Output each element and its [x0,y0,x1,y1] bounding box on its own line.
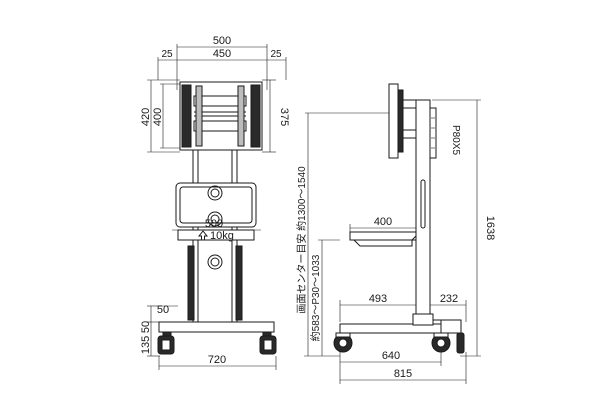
dim-493: 493 [369,293,387,305]
dim-50-top: 50 [157,304,169,316]
dim-450: 450 [213,48,231,60]
side-view: 画面センター目安 約1300～1540 約583～P30～1033 P80X5 … [295,83,496,384]
dim-25-right: 25 [270,49,282,60]
dim-1638: 1638 [484,216,496,240]
dim-500-top: 500 [213,35,231,47]
screen-center-label: 画面センター目安 約1300～1540 [295,166,308,314]
dim-400: 400 [152,108,164,126]
dim-400-shelf: 400 [374,216,392,228]
shelf-load: 10kg [210,230,234,242]
front-view: 500 25 450 25 420 400 375 [140,35,290,370]
dim-25-left: 25 [161,49,173,60]
dim-232: 232 [440,293,458,305]
dim-135: 135 [140,336,152,354]
dim-375: 375 [278,108,290,126]
pitch-label: P80X5 [450,125,461,155]
dim-420: 420 [140,108,152,126]
dim-720: 720 [208,354,226,366]
dim-50-left: 50 [140,321,152,333]
dim-640: 640 [382,350,400,362]
dim-815: 815 [394,368,412,380]
arrow-down-icon [197,230,209,241]
height-range-label: 約583～P30～1033 [309,254,322,341]
dim-500-shelf: 500 [205,218,223,230]
